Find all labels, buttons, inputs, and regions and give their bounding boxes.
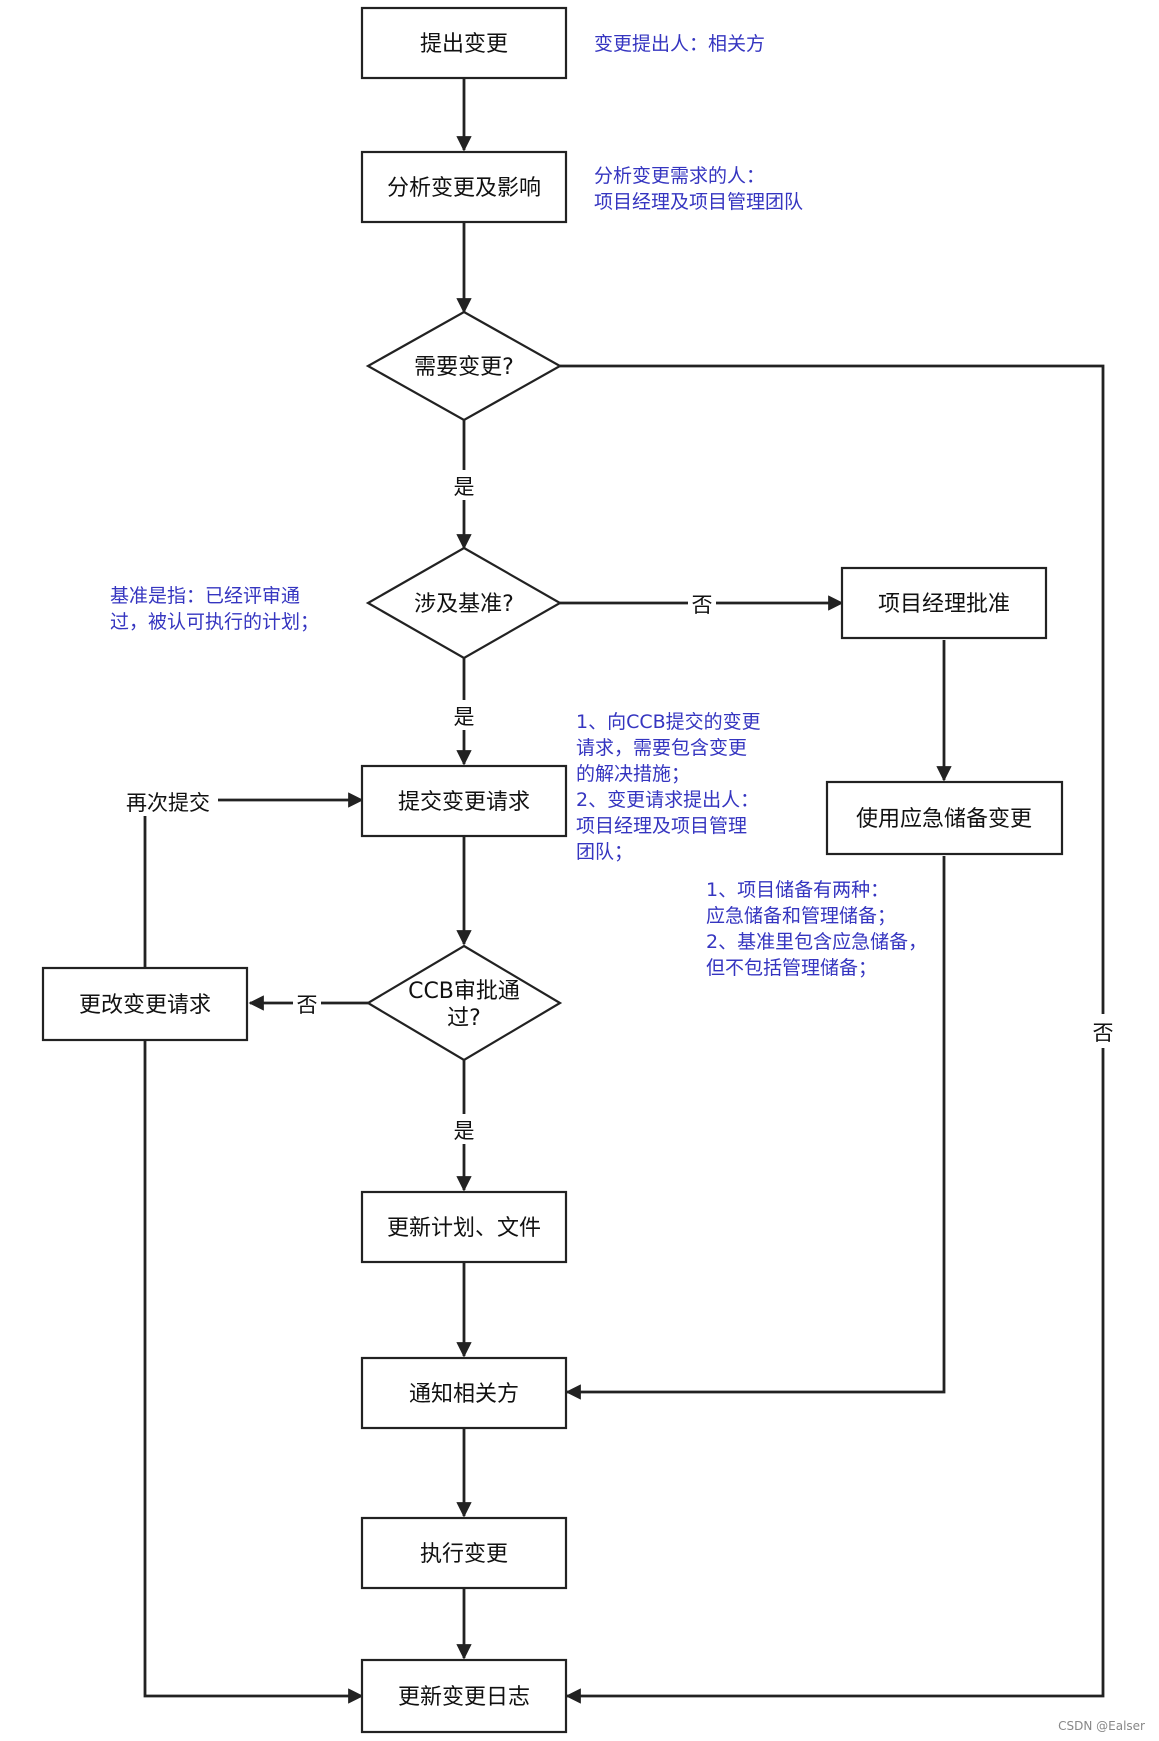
node-notify-stakeholders-label: 通知相关方 bbox=[409, 1382, 519, 1407]
node-baseline-decision bbox=[365, 546, 563, 660]
note-baseline-line2: 过，被认可执行的计划； bbox=[110, 611, 319, 633]
edges bbox=[143, 78, 1105, 1704]
edge-label-no-ccb: 否 bbox=[297, 993, 318, 1017]
edge-labels: 是 是 是 否 否 否 再次提交 bbox=[118, 470, 1118, 1144]
note-analyzer-line1: 分析变更需求的人： bbox=[594, 165, 765, 187]
note-analyzer-line2: 项目经理及项目管理团队 bbox=[594, 191, 803, 213]
note-ccb-line4: 2、变更请求提出人： bbox=[576, 789, 759, 811]
node-analyze-change-label: 分析变更及影响 bbox=[387, 176, 541, 201]
notes: 变更提出人：相关方 分析变更需求的人： 项目经理及项目管理团队 基准是指：已经评… bbox=[110, 33, 927, 979]
node-propose-change bbox=[360, 6, 568, 80]
node-submit-request-label: 提交变更请求 bbox=[398, 790, 530, 815]
edge-label-no-baseline: 否 bbox=[692, 593, 713, 617]
note-ccb-line3: 的解决措施； bbox=[576, 763, 690, 785]
edge-label-no-need: 否 bbox=[1093, 1021, 1114, 1045]
node-use-reserve bbox=[825, 780, 1064, 856]
node-use-reserve-label: 使用应急储备变更 bbox=[856, 807, 1032, 832]
node-ccb-label-line1: CCB审批通 bbox=[408, 979, 520, 1004]
edge-modify-submit bbox=[143, 792, 364, 968]
node-update-log bbox=[360, 1658, 568, 1734]
node-analyze-change bbox=[360, 150, 568, 224]
note-reserve-line2: 应急储备和管理储备； bbox=[706, 905, 896, 927]
node-modify-request-label: 更改变更请求 bbox=[79, 993, 211, 1018]
edge-label-yes-ccb: 是 bbox=[454, 1119, 475, 1143]
note-reserve-line3: 2、基准里包含应急储备， bbox=[706, 931, 927, 953]
node-modify-request bbox=[41, 966, 249, 1042]
watermark: CSDN @Ealser bbox=[1058, 1719, 1145, 1733]
note-baseline-line1: 基准是指：已经评审通 bbox=[110, 585, 300, 607]
node-update-plan-label: 更新计划、文件 bbox=[387, 1216, 541, 1241]
note-proposer-line1: 变更提出人：相关方 bbox=[594, 33, 765, 55]
edge-need-no-log bbox=[560, 364, 1105, 1704]
node-pm-approve bbox=[840, 566, 1048, 640]
node-update-log-label: 更新变更日志 bbox=[398, 1685, 530, 1710]
nodes: 提出变更 分析变更及影响 需要变更? 涉及基准? 项目经理批准 使用应急储备变更… bbox=[41, 6, 1064, 1734]
node-update-plan bbox=[360, 1190, 568, 1264]
edge-reserve-notify bbox=[565, 856, 946, 1400]
node-ccb-decision bbox=[365, 944, 563, 1062]
node-need-change-label: 需要变更? bbox=[414, 355, 514, 380]
edge-label-yes-need: 是 bbox=[454, 475, 475, 499]
note-ccb-line5: 项目经理及项目管理 bbox=[576, 815, 747, 837]
node-pm-approve-label: 项目经理批准 bbox=[878, 592, 1010, 617]
note-reserve-line4: 但不包括管理储备； bbox=[706, 957, 877, 979]
node-need-change-decision bbox=[365, 310, 563, 422]
node-execute-change-label: 执行变更 bbox=[420, 1542, 508, 1567]
note-reserve-line1: 1、项目储备有两种： bbox=[706, 879, 889, 901]
edge-modify-log bbox=[143, 1040, 364, 1704]
node-notify-stakeholders bbox=[360, 1356, 568, 1430]
note-ccb-line1: 1、向CCB提交的变更 bbox=[576, 711, 761, 733]
node-ccb-label-line2: 过? bbox=[447, 1006, 481, 1031]
edge-label-yes-baseline: 是 bbox=[454, 705, 475, 729]
edge-label-resubmit: 再次提交 bbox=[126, 791, 210, 815]
note-ccb-line6: 团队； bbox=[576, 841, 633, 863]
node-execute-change bbox=[360, 1516, 568, 1590]
node-submit-request bbox=[360, 764, 568, 838]
node-propose-change-label: 提出变更 bbox=[420, 32, 508, 57]
node-baseline-label: 涉及基准? bbox=[414, 592, 514, 617]
note-ccb-line2: 请求，需要包含变更 bbox=[576, 737, 747, 759]
